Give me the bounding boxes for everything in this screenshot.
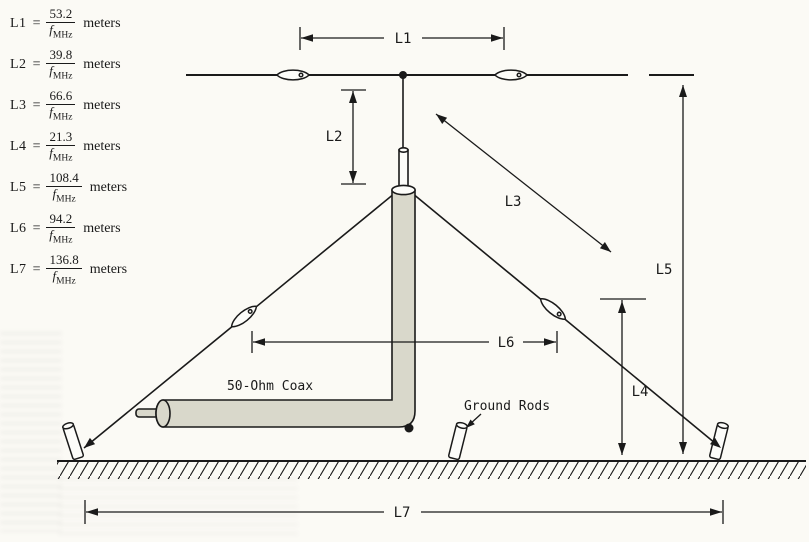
formula-row-l2: L2 = 39.8 fMHz meters <box>10 46 127 84</box>
unit-label: meters <box>83 57 121 72</box>
dim-l1-arrow-left <box>301 34 313 42</box>
dim-l2-arrow-down <box>349 171 357 183</box>
equals-sign: = <box>32 16 41 31</box>
fraction-numerator: 136.8 <box>46 252 82 269</box>
fraction-numerator: 66.6 <box>46 88 76 105</box>
equals-sign: = <box>32 221 41 236</box>
dim-l6-arrow-right <box>544 338 556 346</box>
fraction-numerator: 21.3 <box>46 129 76 146</box>
formula-row-l7: L7 = 136.8 fMHz meters <box>10 251 127 289</box>
unit-label: meters <box>83 221 121 236</box>
fraction-numerator: 53.2 <box>46 6 76 23</box>
ground-rod-left <box>61 420 85 461</box>
dim-label-l6: L6 <box>498 335 515 351</box>
formula-label: L1 <box>10 16 27 31</box>
formula-list: L1 = 53.2 fMHz meters L2 = 39.8 fMHz met… <box>10 5 127 289</box>
guy-left-end-arrow <box>84 437 96 448</box>
coax-label: 50-Ohm Coax <box>227 379 313 394</box>
ground-rods-label: Ground Rods <box>464 399 550 414</box>
formula-row-l6: L6 = 94.2 fMHz meters <box>10 210 127 248</box>
dim-l5-arrow-up <box>679 85 687 97</box>
unit-label: meters <box>83 16 121 31</box>
fraction: 94.2 fMHz <box>46 211 76 246</box>
formula-label: L5 <box>10 180 27 195</box>
dim-l7-arrow-right <box>710 508 722 516</box>
dim-l3-arrow-up <box>436 114 448 124</box>
fraction-denominator: fMHz <box>52 185 76 205</box>
dim-l4-arrow-up <box>618 301 626 313</box>
equals-sign: = <box>32 98 41 113</box>
formula-row-l4: L4 = 21.3 fMHz meters <box>10 128 127 166</box>
insulator-top-left <box>276 69 310 81</box>
fraction-denominator: fMHz <box>49 226 73 246</box>
dim-l6-arrow-left <box>253 338 265 346</box>
dim-label-l7: L7 <box>394 505 411 521</box>
formula-label: L6 <box>10 221 27 236</box>
fraction: 39.8 fMHz <box>46 47 76 82</box>
coax-end-cap <box>155 399 171 428</box>
ground-hatching <box>57 462 806 479</box>
fraction: 108.4 fMHz <box>46 170 82 205</box>
dim-label-l2: L2 <box>326 129 343 145</box>
formula-label: L7 <box>10 262 27 277</box>
feed-point-dot <box>399 71 407 79</box>
fraction-denominator: fMHz <box>52 267 76 287</box>
unit-label: meters <box>89 180 128 195</box>
fraction: 53.2 fMHz <box>46 6 76 41</box>
fraction-numerator: 108.4 <box>46 170 82 187</box>
equals-sign: = <box>32 262 41 277</box>
ground-rod-center <box>447 420 469 461</box>
formula-label: L3 <box>10 98 27 113</box>
fraction-denominator: fMHz <box>49 21 73 41</box>
guy-right-end-arrow <box>710 437 721 448</box>
dim-l5-arrow-down <box>679 442 687 454</box>
formula-label: L2 <box>10 57 27 72</box>
dim-l1-arrow-right <box>491 34 503 42</box>
fraction: 66.6 fMHz <box>46 88 76 123</box>
coax-bend-dot <box>404 423 414 433</box>
fraction: 21.3 fMHz <box>46 129 76 164</box>
ground-rods-pointer-arrow <box>466 419 475 428</box>
dim-l7-arrow-left <box>86 508 98 516</box>
insulator-top-right <box>494 69 528 81</box>
fraction-numerator: 39.8 <box>46 47 76 64</box>
fraction-denominator: fMHz <box>49 103 73 123</box>
dim-label-l5: L5 <box>656 262 673 278</box>
dim-l3-arrow-down <box>599 242 611 252</box>
insulator-guy-left <box>227 301 261 332</box>
fraction-numerator: 94.2 <box>46 211 76 228</box>
unit-label: meters <box>89 262 128 277</box>
fraction-denominator: fMHz <box>49 62 73 82</box>
dim-l3-line <box>435 113 612 253</box>
unit-label: meters <box>83 139 121 154</box>
dim-label-l3: L3 <box>505 194 522 210</box>
formula-label: L4 <box>10 139 27 154</box>
dimension-annotations <box>84 27 724 524</box>
formula-row-l3: L3 = 66.6 fMHz meters <box>10 87 127 125</box>
formula-row-l1: L1 = 53.2 fMHz meters <box>10 5 127 43</box>
insulator-guy-right <box>536 294 570 324</box>
equals-sign: = <box>32 139 41 154</box>
guy-wire-right <box>411 192 722 449</box>
fraction: 136.8 fMHz <box>46 252 82 287</box>
unit-label: meters <box>83 98 121 113</box>
dim-label-l4: L4 <box>632 384 649 400</box>
equals-sign: = <box>32 57 41 72</box>
mast-top-cap <box>391 184 416 196</box>
dim-l4-arrow-down <box>618 443 626 455</box>
formula-row-l5: L5 = 108.4 fMHz meters <box>10 169 127 207</box>
mast-stub-cap <box>398 147 409 154</box>
dim-l2-arrow-up <box>349 91 357 103</box>
dim-label-l1: L1 <box>395 31 412 47</box>
fraction-denominator: fMHz <box>49 144 73 164</box>
equals-sign: = <box>32 180 41 195</box>
